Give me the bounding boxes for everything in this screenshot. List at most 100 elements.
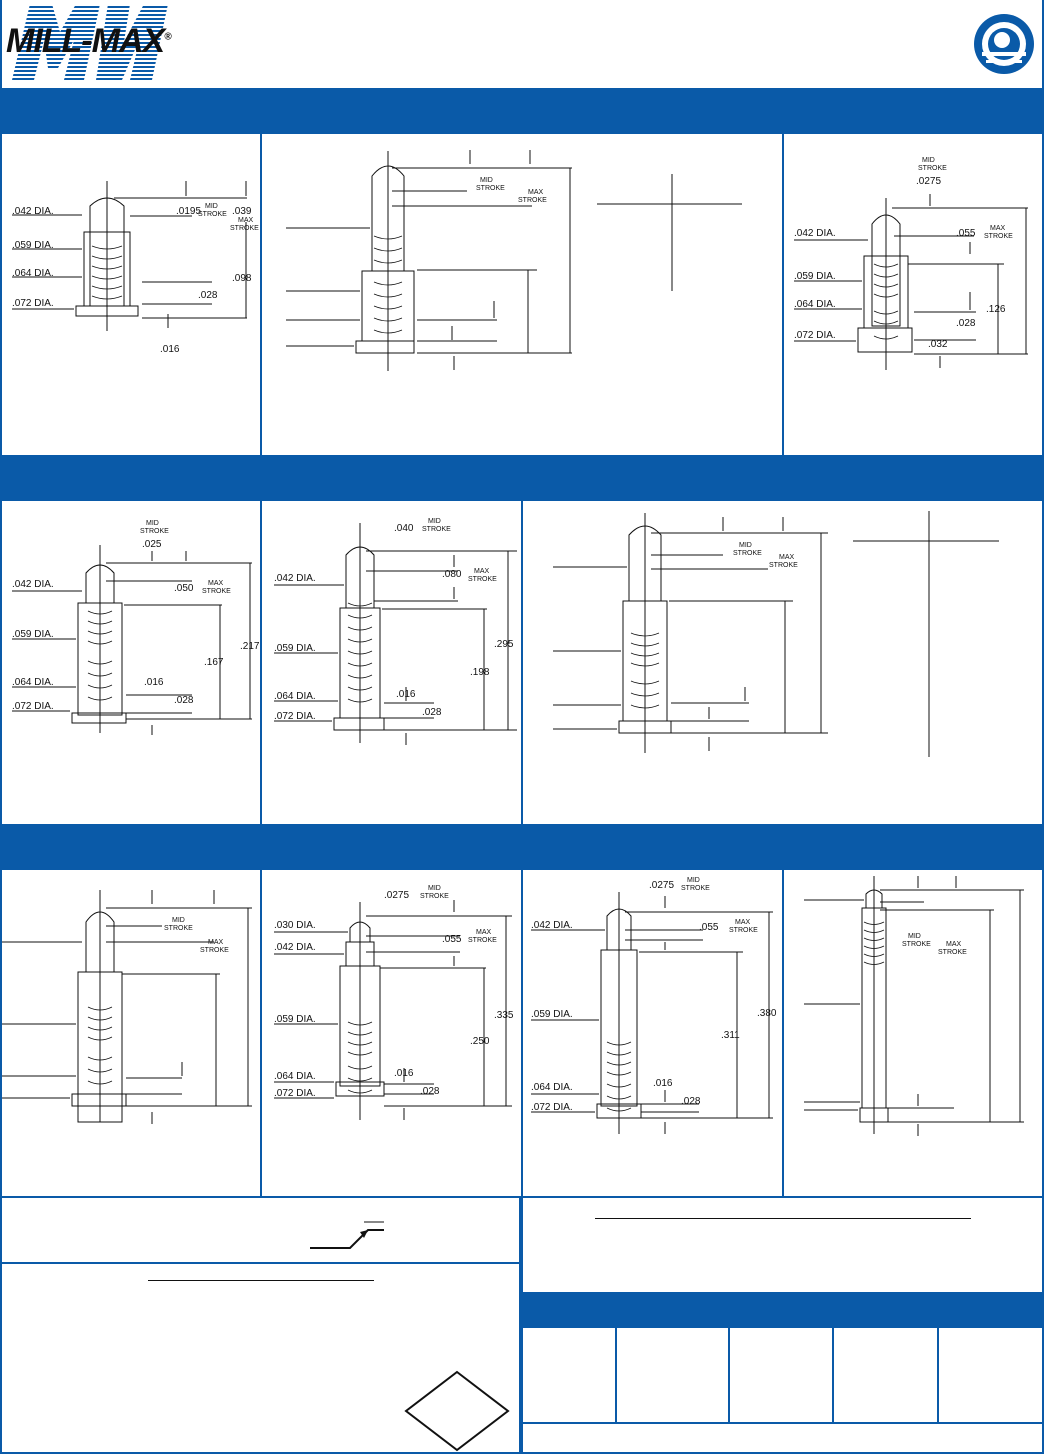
svg-text:.098: .098: [232, 273, 252, 284]
svg-text:.198: .198: [470, 667, 490, 678]
svg-text:.055: .055: [956, 228, 976, 239]
pin-drawing-r2-p1: MID STROKE .025 .042 DIA. .059 DIA. .064…: [12, 520, 260, 735]
svg-text:STROKE: STROKE: [729, 927, 758, 934]
svg-text:.072 DIA.: .072 DIA.: [274, 1088, 316, 1099]
svg-text:.016: .016: [396, 689, 416, 700]
table-header-bar: [521, 1292, 1042, 1328]
mill-max-logo-icon: [12, 4, 168, 80]
pin-drawing-r3-p2: .0275 MID STROKE .030 DIA. .042 DIA. .05…: [274, 885, 514, 1120]
svg-text:MAX: MAX: [208, 939, 224, 946]
pin-drawing-r1-p2: MID STROKE MAX STROKE: [286, 150, 742, 371]
svg-text:.055: .055: [442, 934, 462, 945]
svg-text:.042 DIA.: .042 DIA.: [12, 579, 54, 590]
arrow-indicator-icon: [310, 1221, 384, 1249]
svg-text:MID: MID: [205, 203, 218, 210]
svg-text:STROKE: STROKE: [984, 233, 1013, 240]
svg-text:.0275: .0275: [649, 880, 674, 891]
svg-text:.072 DIA.: .072 DIA.: [12, 298, 54, 309]
svg-text:.217: .217: [240, 641, 260, 652]
svg-text:.064 DIA.: .064 DIA.: [12, 268, 54, 279]
svg-text:STROKE: STROKE: [468, 576, 497, 583]
svg-text:MID: MID: [922, 157, 935, 164]
svg-text:.028: .028: [198, 290, 218, 301]
svg-text:STROKE: STROKE: [422, 526, 451, 533]
svg-text:MAX: MAX: [474, 568, 490, 575]
svg-text:.042 DIA.: .042 DIA.: [274, 942, 316, 953]
svg-text:.380: .380: [757, 1008, 777, 1019]
svg-text:.072 DIA.: .072 DIA.: [12, 701, 54, 712]
svg-text:.167: .167: [204, 657, 224, 668]
svg-text:MAX: MAX: [476, 929, 492, 936]
svg-text:STROKE: STROKE: [164, 925, 193, 932]
pin-drawing-r3-p1: MID STROKE MAX STROKE: [2, 890, 252, 1124]
svg-text:.042 DIA.: .042 DIA.: [531, 920, 573, 931]
svg-text:.072 DIA.: .072 DIA.: [274, 711, 316, 722]
header: MILL-MAX®: [0, 0, 1044, 88]
svg-text:.0275: .0275: [384, 890, 409, 901]
bottom-left-top-box: [2, 1198, 521, 1264]
svg-text:MID: MID: [687, 877, 700, 884]
bottom-left-lower-box: [2, 1264, 521, 1452]
svg-text:MAX: MAX: [238, 217, 254, 224]
spiral-globe-icon: [974, 14, 1034, 74]
pin-drawing-r3-p4: MID STROKE MAX STROKE: [804, 876, 1024, 1136]
svg-text:.016: .016: [653, 1078, 673, 1089]
section-band-2: [0, 455, 1044, 501]
svg-text:.059 DIA.: .059 DIA.: [12, 629, 54, 640]
svg-text:.016: .016: [160, 344, 180, 355]
svg-text:.028: .028: [422, 707, 442, 718]
svg-text:.028: .028: [956, 318, 976, 329]
svg-text:.059 DIA.: .059 DIA.: [531, 1009, 573, 1020]
svg-text:STROKE: STROKE: [769, 562, 798, 569]
svg-text:.064 DIA.: .064 DIA.: [794, 299, 836, 310]
svg-text:.080: .080: [442, 569, 462, 580]
svg-text:.039: .039: [232, 206, 252, 217]
svg-text:.042 DIA.: .042 DIA.: [12, 206, 54, 217]
pin-drawing-r3-p3: .0275 MID STROKE .042 DIA. .059 DIA. .06…: [531, 877, 777, 1134]
svg-text:.059 DIA.: .059 DIA.: [794, 271, 836, 282]
svg-text:MAX: MAX: [990, 225, 1006, 232]
svg-text:.0275: .0275: [916, 176, 941, 187]
svg-text:STROKE: STROKE: [202, 588, 231, 595]
svg-text:.064 DIA.: .064 DIA.: [274, 691, 316, 702]
svg-text:.064 DIA.: .064 DIA.: [531, 1082, 573, 1093]
svg-text:.055: .055: [699, 922, 719, 933]
svg-text:.059 DIA.: .059 DIA.: [274, 643, 316, 654]
svg-text:STROKE: STROKE: [681, 885, 710, 892]
svg-text:MID: MID: [739, 542, 752, 549]
svg-text:.016: .016: [144, 677, 164, 688]
svg-text:STROKE: STROKE: [518, 197, 547, 204]
svg-text:STROKE: STROKE: [733, 550, 762, 557]
svg-text:STROKE: STROKE: [230, 225, 259, 232]
svg-text:.311: .311: [721, 1030, 740, 1041]
svg-text:.016: .016: [394, 1068, 414, 1079]
svg-text:MAX: MAX: [208, 580, 224, 587]
svg-text:STROKE: STROKE: [902, 941, 931, 948]
svg-text:MID: MID: [146, 520, 159, 527]
svg-text:.064 DIA.: .064 DIA.: [12, 677, 54, 688]
svg-text:.040: .040: [394, 523, 414, 534]
svg-text:MID: MID: [172, 917, 185, 924]
brand-name: MILL-MAX®: [6, 22, 172, 60]
svg-text:.025: .025: [142, 539, 162, 550]
pin-drawing-r1-p1: .042 DIA. .059 DIA. .064 DIA. .072 DIA. …: [12, 181, 259, 355]
section-band-3: [0, 824, 1044, 870]
svg-text:STROKE: STROKE: [200, 947, 229, 954]
svg-text:.126: .126: [986, 304, 1006, 315]
svg-text:MAX: MAX: [735, 919, 751, 926]
svg-text:STROKE: STROKE: [420, 893, 449, 900]
svg-text:.042 DIA.: .042 DIA.: [274, 573, 316, 584]
svg-text:STROKE: STROKE: [140, 528, 169, 535]
svg-text:.032: .032: [928, 339, 948, 350]
svg-text:.064 DIA.: .064 DIA.: [274, 1071, 316, 1082]
svg-text:MAX: MAX: [946, 941, 962, 948]
svg-text:MAX: MAX: [779, 554, 795, 561]
svg-text:.072 DIA.: .072 DIA.: [531, 1102, 573, 1113]
bottom-right-box: [521, 1198, 1042, 1452]
svg-text:STROKE: STROKE: [918, 165, 947, 172]
svg-text:.050: .050: [174, 583, 194, 594]
svg-text:.028: .028: [174, 695, 194, 706]
svg-text:.295: .295: [494, 639, 514, 650]
svg-text:MID: MID: [428, 885, 441, 892]
svg-text:MID: MID: [908, 933, 921, 940]
